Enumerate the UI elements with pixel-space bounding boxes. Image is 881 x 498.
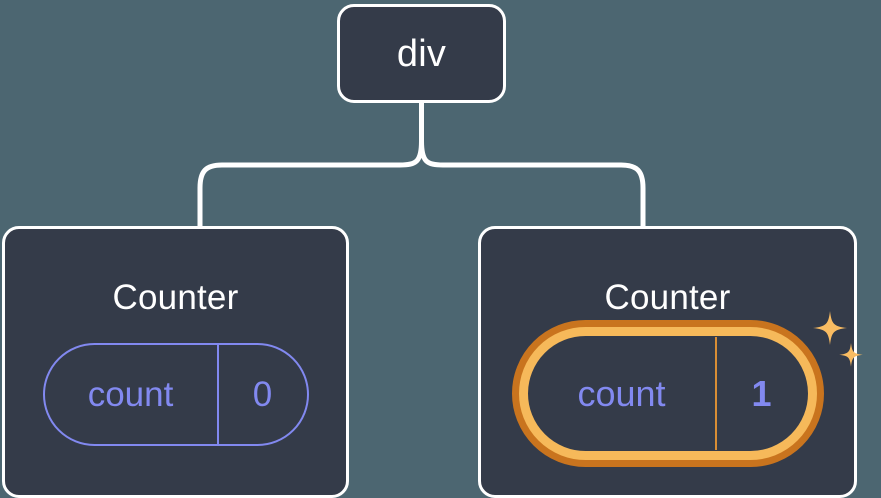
node-root-div[interactable]: div	[337, 4, 506, 103]
highlight-ring-inner	[518, 327, 817, 460]
node-title: Counter	[112, 278, 239, 317]
node-title: Counter	[604, 278, 731, 317]
state-pill[interactable]: count 0	[42, 343, 309, 446]
highlight-ring-outer	[511, 320, 824, 467]
node-counter-left[interactable]: Counter count 0	[2, 226, 349, 498]
state-pill-highlighted[interactable]: count 1	[511, 311, 863, 467]
state-value: 0	[216, 345, 307, 444]
sparkles-icon	[812, 311, 863, 367]
connector-branch-right	[419, 138, 646, 230]
connector-branch-left	[197, 138, 424, 230]
state-key: count	[87, 375, 174, 414]
node-counter-right[interactable]: Counter count 1	[478, 226, 863, 498]
root-label: div	[396, 32, 447, 75]
state-pill-wrapper-highlighted: count 1	[511, 311, 863, 467]
state-pill-wrapper: count 0	[42, 343, 309, 446]
